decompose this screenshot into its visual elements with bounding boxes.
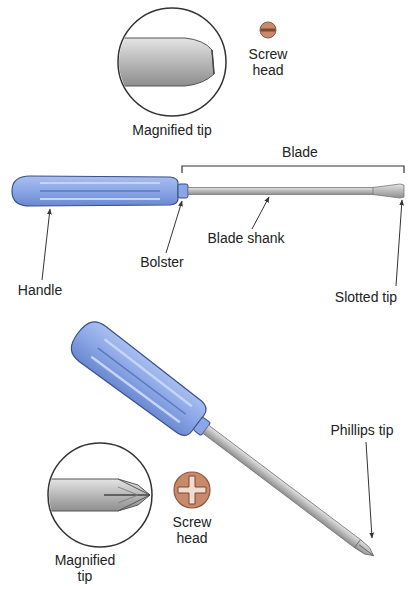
part-label: Screw head [167,514,217,546]
leader-line [252,197,269,229]
slotted-screw-head [260,22,276,38]
leader-line [166,201,182,253]
part-label: Handle [5,282,75,298]
magnified-slotted-tip [110,8,226,116]
slotted-screwdriver [12,176,404,206]
part-label: Magnified tip [107,122,237,138]
magnified-phillips-tip [40,443,152,547]
leader-line [396,200,402,286]
part-label: Blade shank [191,230,301,246]
part-label: Phillips tip [312,422,412,438]
blade-bracket [182,166,404,173]
part-label: Screw head [243,46,293,78]
part-label: Magnified tip [47,552,123,584]
leader-line [42,209,50,280]
phillips-screw-head [174,472,210,508]
part-label: Bolster [117,254,207,270]
part-label: Slotted tip [316,289,416,305]
part-label: Blade [260,144,340,160]
leader-line [366,442,372,538]
